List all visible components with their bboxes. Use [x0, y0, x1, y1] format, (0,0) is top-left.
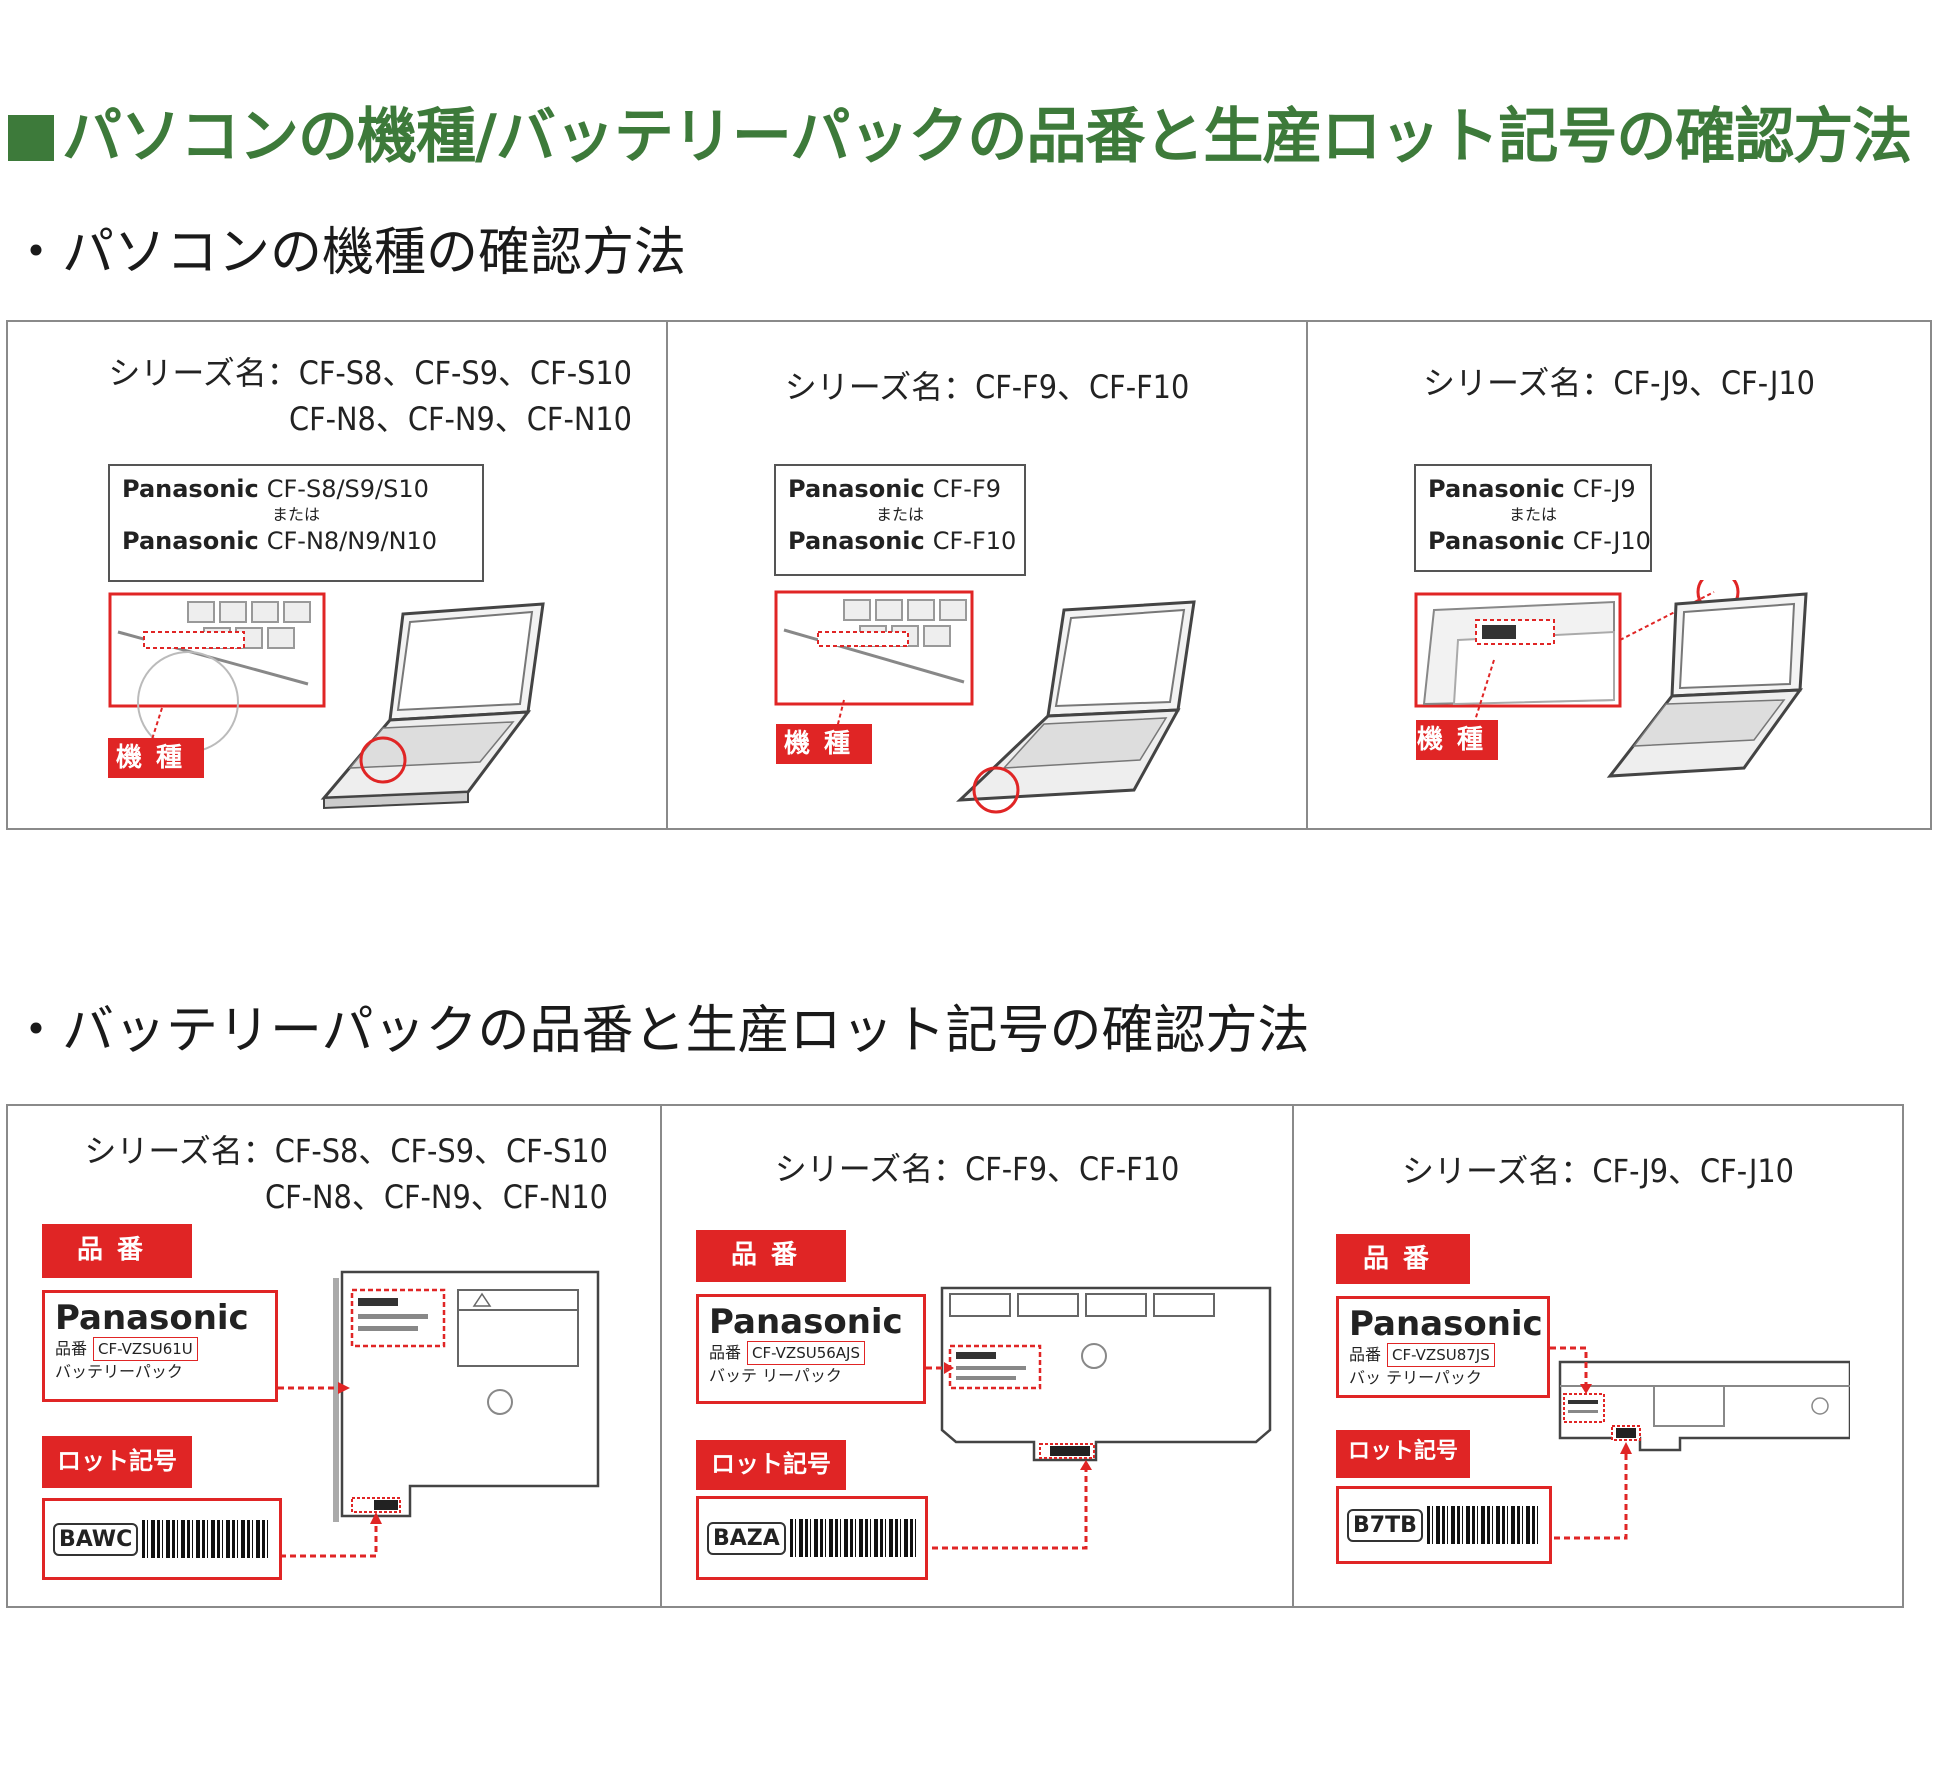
model-tag: 機種	[776, 724, 872, 764]
laptop-display-illustration	[1414, 580, 1808, 778]
barcode-icon	[1426, 1506, 1541, 1544]
lot-number-tag: ロット記号	[696, 1440, 846, 1490]
model-tag: 機種	[1416, 720, 1498, 760]
page-title: パソコンの機種/バッテリーパックの品番と生産ロット記号の確認方法	[8, 88, 1912, 175]
battery-edge-illustration	[1550, 1346, 1850, 1540]
series-names: シリーズ名：CF-J9、CF-J10	[1402, 1152, 1794, 1190]
part-number-tag: 品番	[42, 1224, 192, 1278]
barcode-icon	[142, 1520, 271, 1558]
lot-number-label: B7TB	[1336, 1486, 1552, 1564]
series-names: シリーズ名：CF-S8、CF-S9、CF-S10 CF-N8、CF-N9、CF-…	[108, 354, 632, 438]
lot-number-label: BAWC	[42, 1498, 282, 1580]
battery-panel-s-n: シリーズ名：CF-S8、CF-S9、CF-S10 CF-N8、CF-N9、CF-…	[8, 1106, 662, 1606]
lot-number-label: BAZA	[696, 1496, 928, 1580]
model-panel-row: シリーズ名：CF-S8、CF-S9、CF-S10 CF-N8、CF-N9、CF-…	[6, 320, 1932, 830]
series-names: シリーズ名：CF-S8、CF-S9、CF-S10 CF-N8、CF-N9、CF-…	[84, 1132, 608, 1216]
model-panel-s-n: シリーズ名：CF-S8、CF-S9、CF-S10 CF-N8、CF-N9、CF-…	[8, 322, 668, 828]
lot-number-tag: ロット記号	[1336, 1430, 1470, 1478]
barcode-icon	[789, 1519, 917, 1557]
section-heading-battery: ・バッテリーパックの品番と生産ロット記号の確認方法	[10, 1001, 1310, 1061]
battery-panel-row: シリーズ名：CF-S8、CF-S9、CF-S10 CF-N8、CF-N9、CF-…	[6, 1104, 1904, 1608]
section-heading-model: ・パソコンの機種の確認方法	[10, 223, 687, 283]
series-names: シリーズ名：CF-F9、CF-F10	[784, 368, 1190, 406]
title-square-icon	[8, 115, 54, 161]
laptop-keyboard-illustration	[108, 592, 545, 810]
battery-back-illustration	[926, 1286, 1272, 1550]
part-number-tag: 品番	[1336, 1234, 1470, 1284]
model-tag: 機種	[108, 738, 204, 778]
part-number-tag: 品番	[696, 1230, 846, 1282]
battery-back-illustration	[278, 1270, 600, 1558]
laptop-keyboard-illustration	[774, 590, 1196, 814]
lot-number-tag: ロット記号	[42, 1436, 192, 1488]
series-names: シリーズ名：CF-J9、CF-J10	[1423, 364, 1815, 402]
series-names: シリーズ名：CF-F9、CF-F10	[774, 1150, 1180, 1188]
